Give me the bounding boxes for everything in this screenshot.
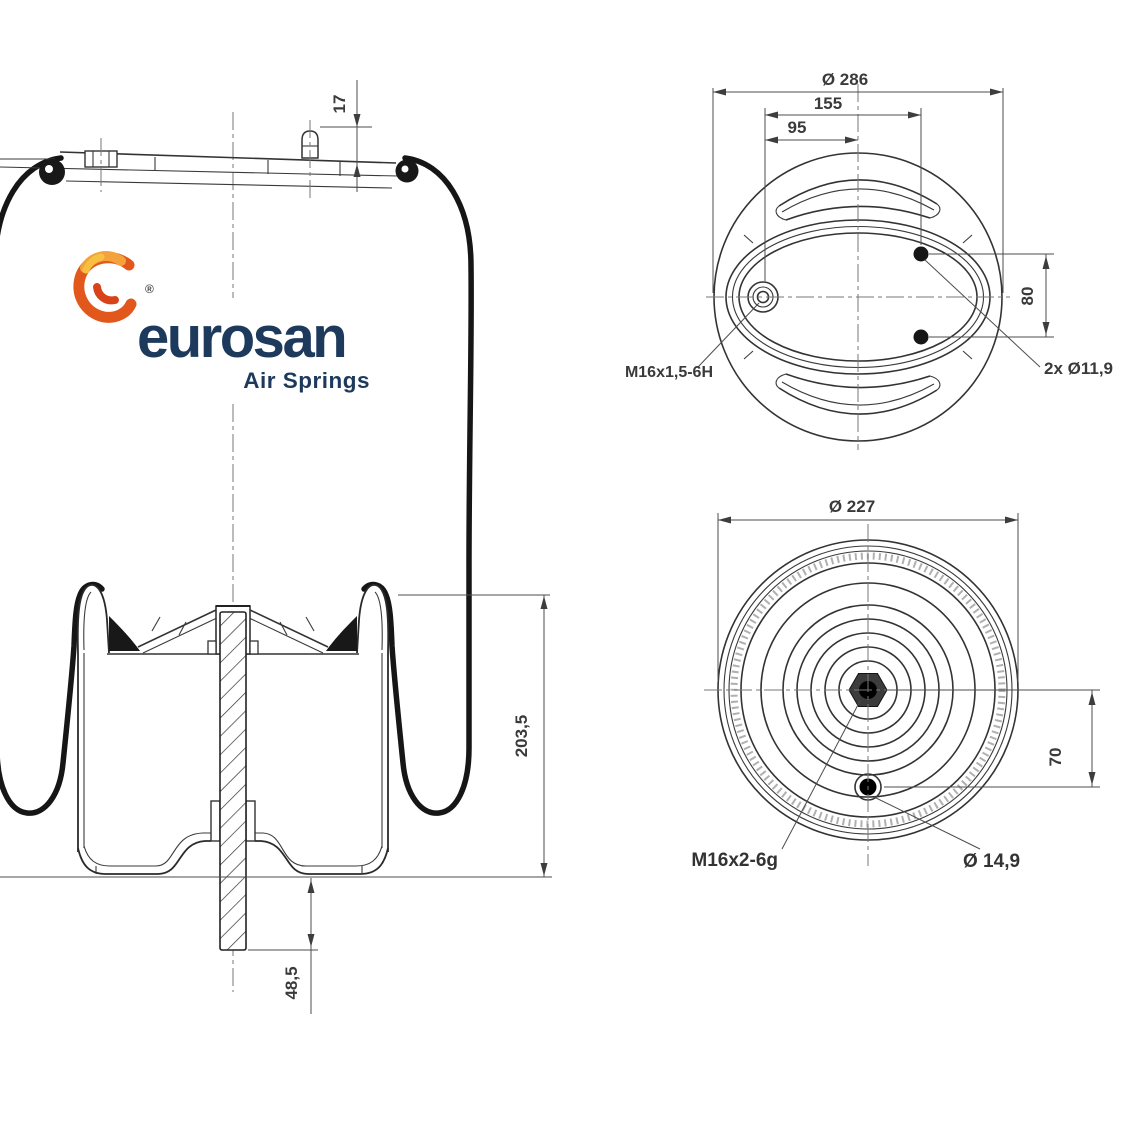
dim-80: 80 [1018,287,1037,306]
dim-286: Ø 286 [822,70,868,89]
dimension-bolt-to-center-95: 95 [765,118,858,144]
dim-70: 70 [1046,748,1065,767]
dimension-bolt-span-155: 155 [764,94,922,281]
dimension-rod-protrusion: 48,5 [248,878,318,1014]
dim-48-5: 48,5 [282,966,301,999]
brand-logo: ® eurosan Air Springs [73,251,370,393]
dimension-stud-height: 17 [320,80,372,192]
dim-95: 95 [788,118,807,137]
piston-rod [219,611,247,951]
bolt-holes [913,246,929,345]
dimension-outer-diameter-227: Ø 227 [717,497,1019,682]
left-wedge [109,616,140,651]
dim-155: 155 [814,94,842,113]
dim-17: 17 [330,95,349,114]
dimension-assembly-height: 203,5 [0,594,552,878]
brand-tagline: Air Springs [243,368,370,393]
pilot-hole-label: Ø 14,9 [963,851,1020,872]
dimension-hole-spacing-80: 80 [929,253,1054,338]
dimension-hole-offset-70: 70 [884,689,1100,788]
bolt-holes-label: 2x Ø11,9 [1044,359,1113,378]
dimension-outer-diameter-286: Ø 286 [712,70,1004,293]
side-view: 17 [0,80,552,1014]
eurosan-logo-icon [73,251,137,323]
right-wedge [326,616,357,651]
brand-wordmark: eurosan [137,305,345,370]
label-center-thread-top: M16x1,5-6H [625,302,760,381]
label-bolt-holes: 2x Ø11,9 [924,259,1113,378]
air-fitting [84,138,118,192]
top-view: Ø 286 155 95 80 2x Ø11,9 [625,70,1113,450]
piston [76,584,390,852]
bellows-outline [0,155,474,816]
dim-227: Ø 227 [829,497,875,516]
label-center-thread-bottom: M16x2-6g [691,700,861,871]
center-thread-label-top: M16x1,5-6H [625,364,713,381]
left-bead-roll [39,159,65,185]
label-pilot-hole: Ø 14,9 [873,796,1020,872]
bottom-view: Ø 227 70 M16x2-6g Ø 14,9 [691,497,1100,872]
dim-203-5: 203,5 [512,715,531,758]
registered-mark: ® [145,282,154,296]
mounting-stud [301,120,319,200]
center-thread-label-bottom: M16x2-6g [691,850,778,871]
